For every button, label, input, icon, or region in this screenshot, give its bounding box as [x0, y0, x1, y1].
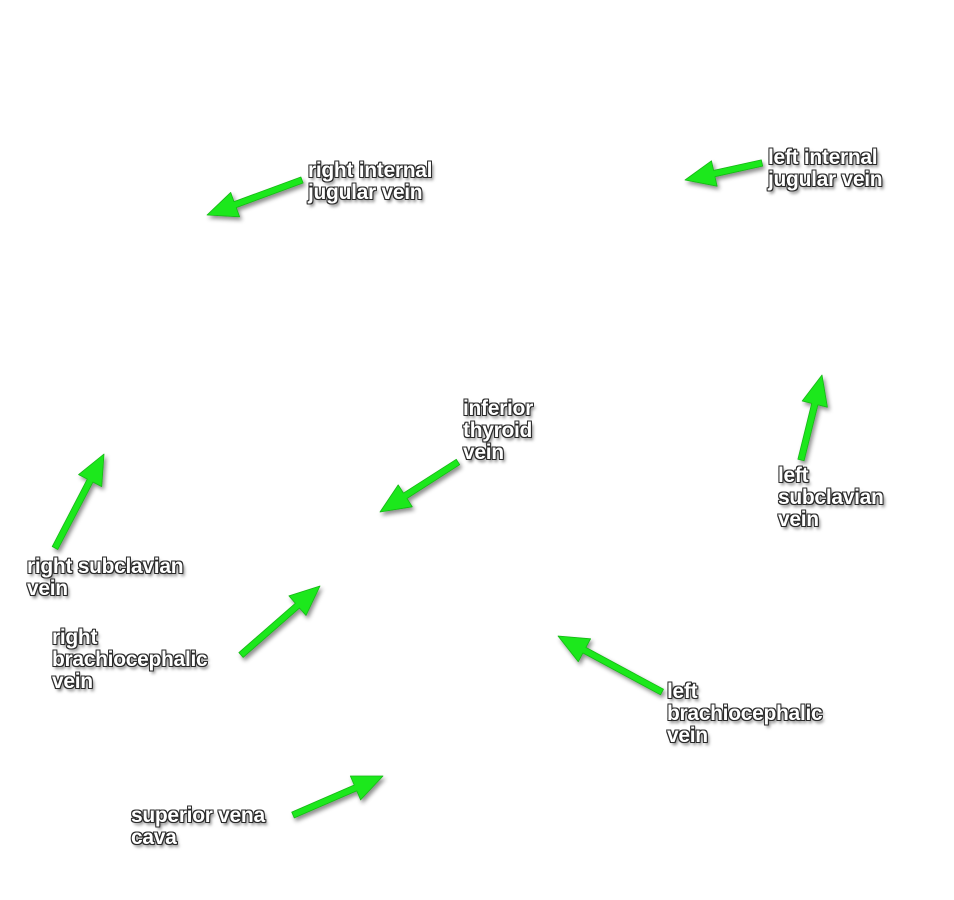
label-line: jugular vein	[308, 181, 423, 204]
label-line: vein	[667, 724, 708, 747]
label-right-brachiocephalic-vein: right brachiocephalic vein	[52, 626, 208, 693]
arrow-superior-vena-cava	[291, 775, 384, 819]
label-line: vein	[778, 508, 819, 531]
label-left-subclavian-vein: left subclavian vein	[778, 465, 884, 531]
label-line: right subclavian	[27, 555, 184, 578]
label-left-brachiocephalic-vein: left brachiocephalic vein	[667, 680, 823, 747]
label-line: vein	[27, 577, 68, 600]
label-line: jugular vein	[768, 168, 883, 191]
arrow-right-subclavian-vein	[51, 453, 105, 550]
label-line: inferior	[463, 397, 533, 420]
label-line: left	[667, 680, 698, 703]
arrow-right-brachiocephalic-vein	[238, 585, 321, 658]
label-line: thyroid	[463, 419, 533, 442]
label-right-subclavian-vein: right subclavian vein	[27, 555, 184, 600]
label-line: right internal	[308, 159, 433, 182]
label-line: vein	[463, 441, 504, 464]
label-line: subclavian	[778, 486, 884, 509]
label-line: left internal	[768, 146, 878, 169]
arrow-left-internal-jugular-vein	[684, 159, 764, 187]
arrow-left-subclavian-vein	[797, 374, 828, 462]
label-left-internal-jugular-vein: left internal jugular vein	[768, 146, 883, 191]
label-superior-vena-cava: superior vena cava	[131, 805, 265, 849]
label-line: cava	[131, 826, 177, 849]
label-line: right	[52, 626, 98, 649]
label-line: brachiocephalic	[52, 648, 208, 671]
arrow-left-brachiocephalic-vein	[557, 635, 664, 696]
label-inferior-thyroid-vein: inferior thyroid vein	[463, 398, 533, 464]
label-line: left	[778, 464, 809, 487]
label-line: superior vena	[131, 804, 265, 827]
arrow-inferior-thyroid-vein	[379, 458, 461, 513]
arrow-right-internal-jugular-vein	[206, 176, 304, 218]
label-line: brachiocephalic	[667, 702, 823, 725]
label-right-internal-jugular-vein: right internal jugular vein	[308, 160, 432, 204]
label-line: vein	[52, 670, 93, 693]
